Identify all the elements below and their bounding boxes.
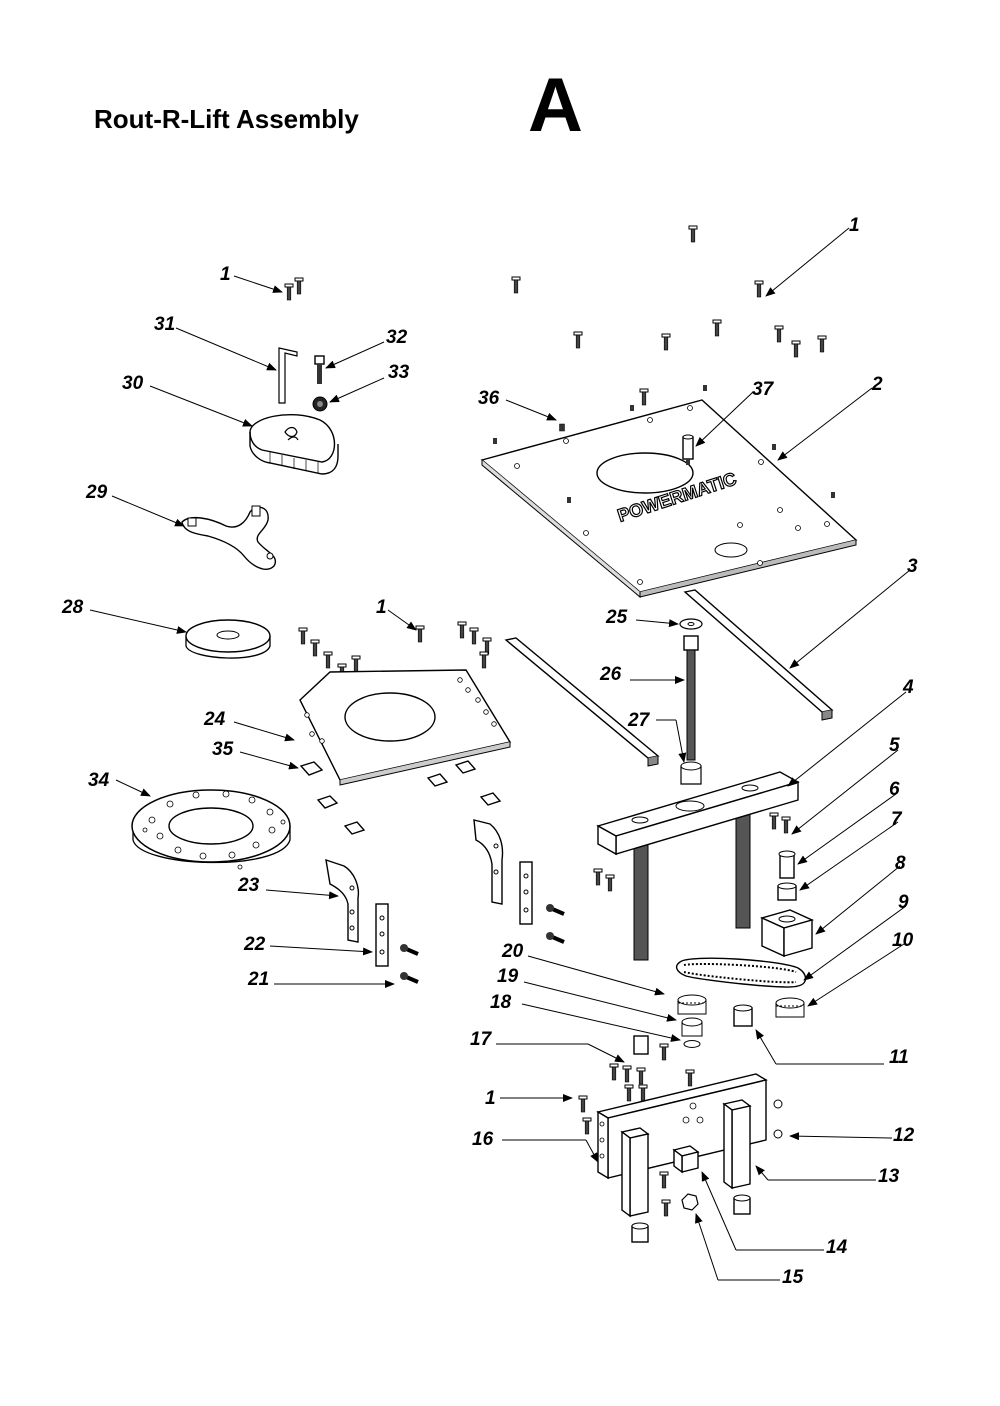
knob-part-33 [312,396,328,412]
label-part-9: 9 [898,892,909,913]
lead-screw-assembly [679,618,703,785]
label-part-35: 35 [212,739,234,760]
top-plate-screws [284,225,827,406]
label-part-25: 25 [605,607,628,628]
label-part-31: 31 [154,314,175,335]
bar-part-22 [375,861,533,967]
hex-nut-part-15 [681,1193,699,1211]
label-part-5: 5 [889,735,900,756]
label-part-26: 26 [599,664,622,685]
label-part-1: 1 [485,1088,496,1109]
bushing-part-7 [777,882,797,901]
label-part-18: 18 [490,992,512,1013]
label-part-8: 8 [895,853,906,874]
timing-belt-part-9 [675,957,807,988]
label-part-36: 36 [478,388,500,409]
bushing-part-6 [778,850,796,879]
label-part-21: 21 [247,969,269,990]
label-part-22: 22 [243,934,266,955]
label-part-23: 23 [237,875,260,896]
label-part-37: 37 [752,379,775,400]
label-part-28: 28 [61,597,84,618]
label-part-30: 30 [122,373,144,394]
rotating-ring-part-34 [131,789,291,870]
spacer-part-11 [733,1004,753,1027]
set-screw-part-36 [559,423,565,432]
label-part-16: 16 [472,1129,494,1150]
cap-screw-part-32 [314,355,325,384]
nut-block-part-14 [672,1145,700,1174]
pulley-part-19 [681,1017,703,1037]
label-part-29: 29 [85,482,108,503]
insert-pin-part-37 [682,434,694,465]
top-plate-part-2: POWERMATIC [480,385,858,599]
square-nuts-part-35 [299,760,502,835]
bottom-fasteners [578,1095,783,1243]
base-plate-part-24 [299,669,512,786]
label-part-7: 7 [891,809,903,830]
label-part-34: 34 [88,770,110,791]
pulley-part-20 [677,994,707,1015]
part-number-labels: 1 1 1 1 2 3 4 5 6 7 8 9 10 11 12 13 14 1… [61,215,918,1288]
label-part-11: 11 [889,1047,909,1068]
leadscrew-head [683,635,699,651]
label-part-20: 20 [501,941,524,962]
label-part-24: 24 [203,709,226,730]
label-part-1: 1 [376,597,387,618]
label-part-4: 4 [902,677,914,698]
label-part-1: 1 [849,215,860,236]
reducing-ring-part-28 [185,619,271,659]
label-part-32: 32 [386,327,408,348]
bracket-part-23 [325,819,504,943]
bolts-part-21 [400,904,565,984]
teardrop-insert-part-30 [249,413,339,475]
label-part-6: 6 [889,779,900,800]
side-rail-part-3 [504,589,834,767]
columns-part-13 [620,1099,752,1218]
leader-lines [89,227,911,1281]
label-part-19: 19 [497,966,519,987]
label-part-1: 1 [220,264,231,285]
pulley-part-10 [775,997,805,1018]
carriage-part-4 [596,771,800,961]
label-part-33: 33 [388,362,410,383]
section-letter: A [528,63,583,148]
leadscrew-part-26 [686,649,696,761]
label-part-14: 14 [826,1237,848,1258]
spanner-wrench-part-29 [181,505,277,570]
label-part-15: 15 [782,1267,804,1288]
label-part-2: 2 [871,374,883,395]
label-part-12: 12 [893,1125,915,1146]
small-parts-part-17 [609,1035,695,1102]
label-part-13: 13 [878,1166,900,1187]
bearing-block-part-8 [759,909,815,958]
label-part-3: 3 [907,556,918,577]
page-title: Rout-R-Lift Assembly [94,104,359,134]
label-part-17: 17 [470,1029,493,1050]
label-part-27: 27 [627,710,651,731]
label-part-10: 10 [892,930,914,951]
washer-part-18 [683,1040,701,1048]
hex-wrench-part-31 [278,347,298,404]
